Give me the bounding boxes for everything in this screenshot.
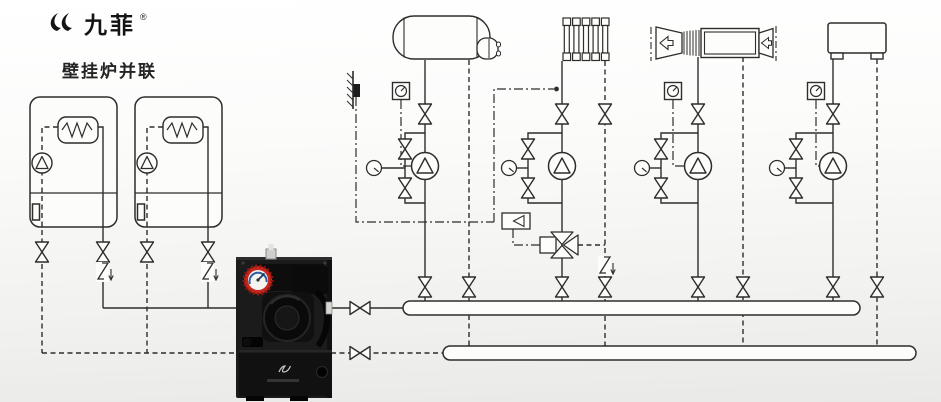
boiler-2 [134, 96, 223, 228]
pump-icon [683, 151, 713, 181]
gauge-icon [365, 159, 383, 177]
power-cable [314, 289, 331, 348]
boiler-panel-slot [31, 203, 41, 221]
valve-icon [690, 276, 706, 298]
thermostat-icon [663, 81, 683, 101]
valve-icon [690, 103, 706, 125]
valve-icon [597, 276, 613, 298]
mixing-valve-icon [550, 231, 579, 259]
buffer-tank [392, 15, 501, 60]
valve-icon [520, 177, 536, 199]
mixing-controller [501, 212, 579, 259]
valve-icon [34, 241, 50, 263]
valve-icon [825, 276, 841, 298]
valve-icon [397, 177, 413, 199]
diagram-title: 壁挂炉并联 [62, 62, 157, 81]
boiler-pump-icon [136, 152, 158, 174]
valve-icon [417, 103, 433, 125]
airflow-arrow-icon [659, 35, 674, 51]
valve-icon [349, 300, 371, 316]
valve-icon [554, 276, 570, 298]
boiler-panel-slot [136, 203, 146, 221]
pump-station-photo [236, 244, 333, 401]
supply-manifold [402, 300, 861, 316]
airflow-arrow-icon [760, 36, 772, 50]
pump-icon [547, 151, 577, 181]
check-valve-icon [200, 261, 219, 283]
valve-icon [788, 138, 804, 160]
brand-logo: 九菲 ® [46, 8, 147, 38]
coil-fins [683, 30, 700, 56]
tank-port [476, 37, 499, 60]
gauge-icon [500, 159, 518, 177]
brand-name: 九菲 [84, 12, 136, 38]
valve-icon [735, 276, 751, 298]
valve-icon [520, 138, 536, 160]
sensor-junction-dot [554, 86, 559, 92]
valve-icon [417, 276, 433, 298]
valve-icon [461, 276, 477, 298]
valve-icon [653, 138, 669, 160]
jf-logo-icon [278, 365, 292, 373]
valve-icon [200, 241, 216, 263]
valve-icon [869, 276, 885, 298]
boiler-1 [29, 96, 118, 228]
gauge-icon [633, 159, 651, 177]
brass-fitting [265, 248, 277, 260]
valve-icon [788, 177, 804, 199]
wall-sensor-icon [346, 71, 360, 109]
valve-actuator [539, 236, 557, 254]
boiler-pump-icon [31, 152, 53, 174]
thermostat-icon [391, 81, 411, 101]
control-wiring [355, 88, 819, 246]
thermostat-icon [806, 81, 826, 101]
valve-icon [349, 345, 371, 361]
return-manifold [442, 345, 917, 361]
registered-mark: ® [140, 12, 147, 22]
valve-icon [825, 103, 841, 125]
valve-icon [597, 103, 613, 125]
check-valve-icon [597, 255, 616, 277]
pump-icon [410, 151, 440, 181]
valve-icon [139, 241, 155, 263]
pump-icon [818, 151, 848, 181]
pipe-connector [325, 301, 333, 315]
jf-monogram-icon [50, 13, 72, 31]
pressure-gauge-icon [242, 264, 274, 296]
valve-icon [397, 138, 413, 160]
check-valve-icon [95, 261, 114, 283]
air-handling-unit [827, 22, 887, 60]
radiator [562, 17, 610, 62]
fan-coil-unit [650, 26, 777, 61]
valve-icon [554, 103, 570, 125]
valve-icon [95, 241, 111, 263]
gauge-icon [768, 159, 786, 177]
valve-icon [653, 177, 669, 199]
